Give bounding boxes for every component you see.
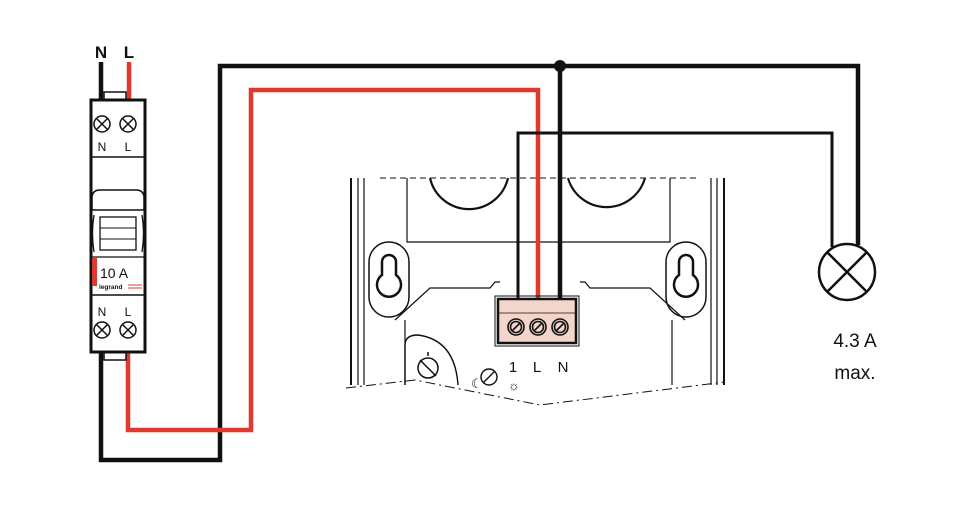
breaker-indicator <box>92 258 97 286</box>
circuit-breaker <box>89 91 147 361</box>
breaker-bottom-terminal-l <box>119 321 137 339</box>
lamp-max-suffix: max. <box>834 363 875 384</box>
terminal-screw-1 <box>507 318 525 336</box>
switched-output-wire <box>516 131 834 300</box>
breaker-top-terminal-n <box>93 115 111 133</box>
supply-line-label: L <box>124 43 134 62</box>
terminal-screw-l <box>529 318 547 336</box>
junction-dot <box>554 60 566 72</box>
line-wire <box>125 87 541 433</box>
device-terminal-label-1: 1 <box>509 359 517 376</box>
breaker-bottom-label-n: N <box>98 305 107 319</box>
lamp-icon <box>817 242 877 302</box>
moon-icon: ☾ <box>471 376 483 391</box>
lamp-max-current: 4.3 A <box>833 331 877 352</box>
light-level-dial-icon <box>480 368 498 386</box>
breaker-top-label-l: L <box>125 140 132 154</box>
breaker-rating: 10 A <box>100 265 129 281</box>
breaker-brand-logo: legrand <box>99 284 123 291</box>
keyhole-mount-left <box>368 241 410 318</box>
device-terminal-label-n: N <box>558 359 569 376</box>
neutral-wire <box>98 63 861 463</box>
sun-icon: ☼ <box>508 378 520 393</box>
device-terminal-label-l: L <box>533 359 541 376</box>
breaker-bottom-terminal-n <box>93 321 111 339</box>
mounting-box <box>345 177 726 406</box>
breaker-bottom-label-l: L <box>125 305 132 319</box>
keyhole-mount-right <box>665 241 707 318</box>
terminal-screw-n <box>551 318 569 336</box>
breaker-top-terminal-l <box>119 115 137 133</box>
supply-neutral-label: N <box>95 43 107 62</box>
breaker-top-label-n: N <box>98 140 107 154</box>
time-adjust-dial-icon <box>417 352 439 379</box>
